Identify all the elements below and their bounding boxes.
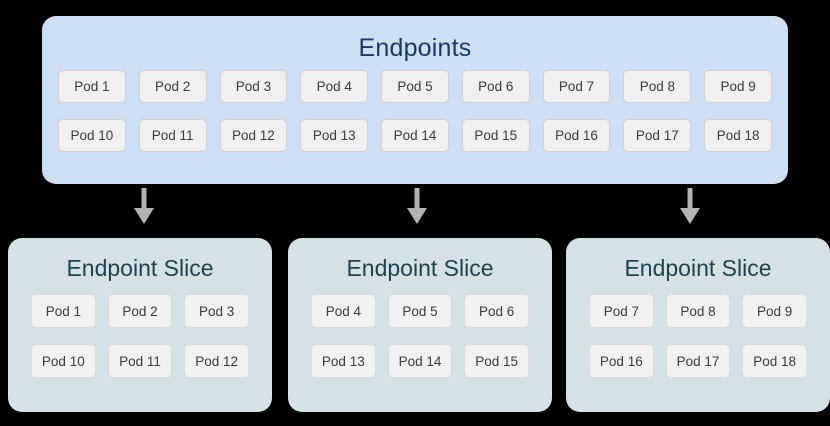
pod-chip: Pod 12 <box>184 344 249 378</box>
pod-chip: Pod 17 <box>665 344 731 378</box>
arrow-down-icon <box>680 188 700 224</box>
pod-chip: Pod 15 <box>464 344 529 378</box>
pod-chip: Pod 10 <box>58 119 126 152</box>
endpoint-slice-pod-grid: Pod 7 Pod 8 Pod 9 Pod 16 Pod 17 Pod 18 <box>589 294 807 378</box>
pod-chip: Pod 3 <box>184 294 249 328</box>
pod-chip: Pod 17 <box>623 119 692 152</box>
pod-chip: Pod 15 <box>461 119 530 152</box>
pod-chip: Pod 14 <box>387 344 453 378</box>
pod-chip: Pod 16 <box>542 119 611 152</box>
pod-chip: Pod 18 <box>704 119 772 152</box>
pod-chip: Pod 1 <box>31 294 96 328</box>
pod-chip: Pod 12 <box>219 119 288 152</box>
pod-chip: Pod 10 <box>31 344 96 378</box>
pod-chip: Pod 13 <box>300 119 369 152</box>
pod-chip: Pod 4 <box>300 70 369 103</box>
pod-chip: Pod 7 <box>589 294 654 328</box>
pod-chip: Pod 9 <box>742 294 807 328</box>
pod-chip: Pod 8 <box>623 70 692 103</box>
endpoint-slice-pod-grid: Pod 4 Pod 5 Pod 6 Pod 13 Pod 14 Pod 15 <box>311 294 529 378</box>
pod-chip: Pod 6 <box>461 70 530 103</box>
pod-chip: Pod 13 <box>311 344 376 378</box>
pod-chip: Pod 1 <box>58 70 126 103</box>
endpoint-slice-container-2: Endpoint Slice Pod 4 Pod 5 Pod 6 Pod 13 … <box>288 238 552 412</box>
arrow-down-icon <box>134 188 154 224</box>
endpoint-slice-title: Endpoint Slice <box>624 255 772 281</box>
endpoint-slice-container-3: Endpoint Slice Pod 7 Pod 8 Pod 9 Pod 16 … <box>566 238 830 412</box>
pod-chip: Pod 18 <box>742 344 807 378</box>
pod-chip: Pod 6 <box>464 294 529 328</box>
endpoints-pod-grid: Pod 1 Pod 2 Pod 3 Pod 4 Pod 5 Pod 6 Pod … <box>58 70 772 152</box>
pod-chip: Pod 8 <box>665 294 731 328</box>
endpoint-slice-title: Endpoint Slice <box>66 255 214 281</box>
endpoint-slice-pod-grid: Pod 1 Pod 2 Pod 3 Pod 10 Pod 11 Pod 12 <box>31 294 249 378</box>
endpoint-slice-container-1: Endpoint Slice Pod 1 Pod 2 Pod 3 Pod 10 … <box>8 238 272 412</box>
arrow-down-icon <box>407 188 427 224</box>
pod-chip: Pod 11 <box>138 119 207 152</box>
pod-chip: Pod 5 <box>387 294 453 328</box>
endpoints-title: Endpoints <box>358 34 472 62</box>
pod-chip: Pod 11 <box>107 344 173 378</box>
pod-chip: Pod 4 <box>311 294 376 328</box>
endpoints-container: Endpoints Pod 1 Pod 2 Pod 3 Pod 4 Pod 5 … <box>42 16 788 184</box>
pod-chip: Pod 14 <box>381 119 449 152</box>
pod-chip: Pod 3 <box>219 70 288 103</box>
pod-chip: Pod 2 <box>107 294 173 328</box>
pod-chip: Pod 5 <box>381 70 449 103</box>
pod-chip: Pod 2 <box>138 70 207 103</box>
endpoint-slice-title: Endpoint Slice <box>346 255 494 281</box>
pod-chip: Pod 9 <box>704 70 772 103</box>
pod-chip: Pod 7 <box>542 70 611 103</box>
pod-chip: Pod 16 <box>589 344 654 378</box>
